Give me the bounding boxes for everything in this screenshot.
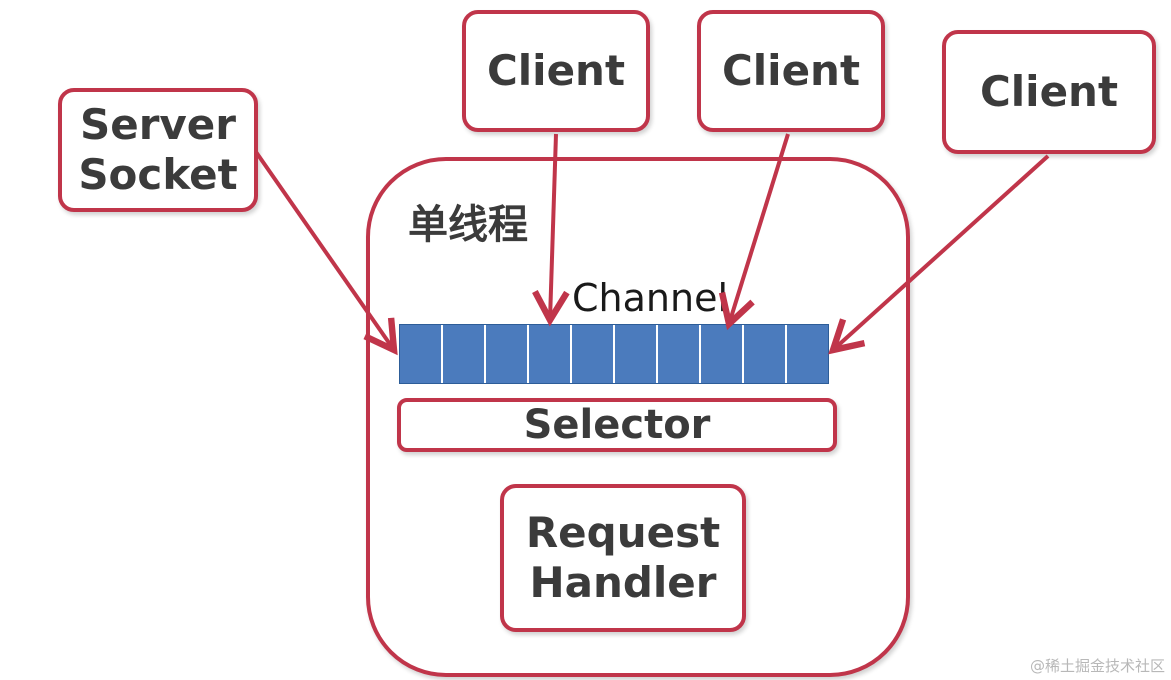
watermark: @稀土掘金技术社区 [1029, 657, 1165, 675]
channel-slot [615, 325, 658, 383]
request-handler-box: Request Handler [500, 484, 746, 632]
client-label-1: Client [486, 46, 626, 95]
channel-slot [572, 325, 615, 383]
selector-label: Selector [523, 402, 711, 448]
server-socket-box: Server Socket [58, 88, 258, 212]
channel-slot [658, 325, 701, 383]
request-handler-label-line1: Request [525, 508, 721, 557]
channel-slot [400, 325, 443, 383]
channel-slot [744, 325, 787, 383]
client-label-2: Client [721, 46, 861, 95]
client-box-3: Client [942, 30, 1156, 154]
request-handler-label-line2: Handler [529, 558, 717, 607]
server-socket-label-line2: Socket [78, 150, 238, 199]
selector-box: Selector [397, 398, 837, 452]
channel-slot [486, 325, 529, 383]
server-socket-label-line1: Server [79, 100, 237, 149]
channel-slot [701, 325, 744, 383]
client-box-2: Client [697, 10, 885, 132]
channel-label: Channel [572, 276, 729, 320]
channel-slot [787, 325, 828, 383]
single-thread-label: 单线程 [408, 202, 528, 248]
channel-slot [443, 325, 486, 383]
client-label-3: Client [979, 67, 1119, 116]
channel-slot [529, 325, 572, 383]
channel-strip [399, 324, 829, 384]
client-box-1: Client [462, 10, 650, 132]
